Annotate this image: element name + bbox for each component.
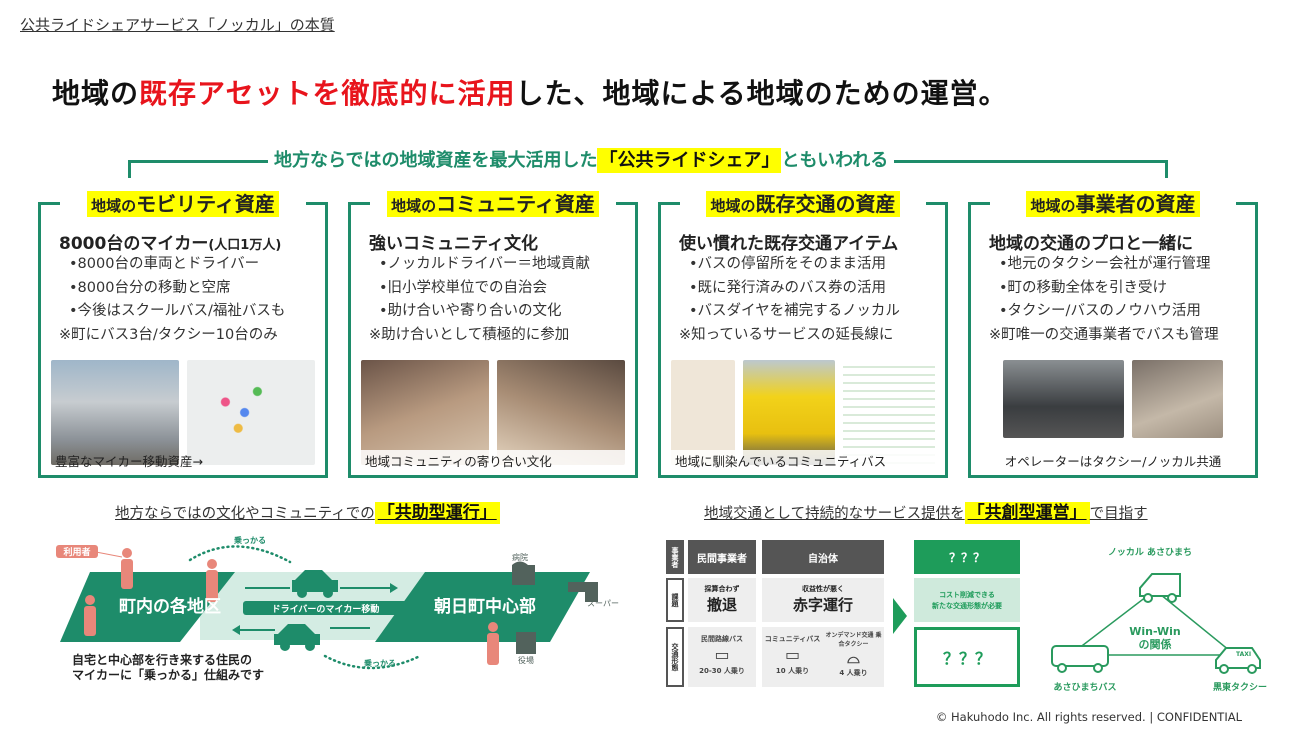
card-note: ※町唯一の交通事業者でバスも管理: [989, 327, 1219, 343]
map-image: [187, 360, 315, 465]
car-icon: [292, 570, 338, 598]
card-bullets: •8000台の車両とドライバー•8000台分の移動と空席•今後はスクールバス/福…: [69, 256, 286, 319]
person-icon: [121, 548, 133, 589]
row-label: 課題: [666, 578, 684, 622]
card-note: ※助け合いとして積極的に参加: [369, 327, 570, 343]
card-lead: 地域の交通のプロと一緒に: [989, 234, 1193, 254]
community-photo: [497, 360, 625, 465]
right-section-title: 地域交通として持続的なサービス提供を「共創型運営」で目指す: [704, 502, 1148, 524]
ride-label: 乗っかる: [234, 536, 266, 545]
card-operator: 地域の事業者の資産 地域の交通のプロと一緒に •地元のタクシー会社が運行管理•町…: [968, 191, 1258, 478]
ride-label: 乗っかる: [364, 659, 396, 668]
car-icon: [1139, 573, 1181, 603]
hospital-icon: [512, 561, 535, 585]
card-caption: 地域コミュニティの寄り合い文化: [361, 450, 625, 471]
copyright: © Hakuhodo Inc. All rights reserved. | C…: [935, 710, 1242, 724]
subtitle: 地方ならではの地域資産を最大活用した「公共ライドシェア」ともいわれる: [268, 146, 895, 173]
taxi-sign: TAXI: [1236, 651, 1252, 658]
bus-icon: [1051, 645, 1109, 673]
car-icon: [274, 624, 320, 651]
minibus-icon: ▭: [784, 645, 801, 664]
card-caption: 地域に馴染んでいるコミュニティバス: [671, 450, 935, 471]
card-community: 地域のコミュニティ資産 強いコミュニティ文化 •ノッカルドライバー＝地域貢献•旧…: [348, 191, 638, 478]
triangle-left-label: あさひまちバス: [1053, 683, 1117, 693]
supermarket-icon: [568, 582, 598, 602]
triangle-right-label: 黒東タクシー: [1212, 683, 1267, 693]
bus-icon: ▭: [714, 645, 730, 664]
card-title: 地域のモビリティ資産: [41, 188, 325, 217]
subtitle-before: 地方ならではの地域資産を最大活用した: [274, 150, 598, 171]
card-title: 地域の事業者の資産: [971, 188, 1255, 217]
card-title: 地域の既存交通の資産: [661, 188, 945, 217]
slide-label: 公共ライドシェアサービス「ノッカル」の本質: [20, 16, 335, 34]
mode-cell: コミュニティバス▭10 人乗り オンデマンド交通 乗合タクシー⌓4 人乗り: [762, 627, 884, 687]
card-transit: 地域の既存交通の資産 使い慣れた既存交通アイテム •バスの停留所をそのまま活用•…: [658, 191, 948, 478]
supermarket-label: スーパー: [587, 599, 619, 608]
mode-cell: ？？？: [914, 627, 1020, 687]
headline-highlight: 既存アセットを徹底的に活用: [139, 77, 516, 110]
person-icon: [487, 622, 499, 665]
community-photo: [361, 360, 489, 465]
card-bullets: •ノッカルドライバー＝地域貢献•旧小学校単位での自治会•助け合いや寄り合いの文化: [379, 256, 590, 319]
card-bullets: •バスの停留所をそのまま活用•既に発行済みのバス券の活用•バスダイヤを補完するノ…: [689, 256, 900, 319]
card-lead: 使い慣れた既存交通アイテム: [679, 234, 899, 254]
operator-photo: [1132, 360, 1223, 438]
diagram-caption: 自宅と中心部を行き来する住民のマイカーに「乗っかる」仕組みです: [72, 653, 265, 682]
user-tag: 利用者: [63, 548, 91, 558]
taxi-icon: [1215, 647, 1261, 674]
row-label: 事業者: [666, 540, 684, 574]
headline-part1: 地域の: [52, 77, 140, 110]
card-lead: 強いコミュニティ文化: [369, 234, 538, 254]
subtitle-bar: 地方ならではの地域資産を最大活用した「公共ライドシェア」ともいわれる: [128, 146, 1168, 180]
area-left-label: 町内の各地区: [119, 597, 221, 617]
mode-cell: 民間路線バス▭20-30 人乗り: [688, 627, 756, 687]
arrow-right-icon: [893, 598, 907, 634]
headline: 地域の既存アセットを徹底的に活用した、地域による地域のための運営。: [52, 72, 1008, 112]
row-label: 交通形態: [666, 627, 684, 687]
left-section-title: 地方ならではの文化やコミュニティでの「共助型運行」: [115, 498, 500, 524]
card-lead: 8000台のマイカー(人口1万人): [59, 234, 282, 254]
bus-ticket-image: [671, 360, 736, 465]
subtitle-highlight: 「公共ライドシェア」: [597, 148, 782, 173]
center-label: ドライバーのマイカー移動: [243, 601, 408, 615]
car-photo: [51, 360, 179, 465]
triangle-top-label: ノッカル あさひまち: [1108, 548, 1192, 558]
card-caption: オペレーターはタクシー/ノッカル共通: [1004, 454, 1222, 469]
area-right-label: 朝日町中心部: [434, 597, 536, 617]
col-header: 自治体: [762, 540, 884, 574]
issue-cell: コスト削減できる新たな交通形態が必要: [914, 578, 1020, 622]
town-hall-label: 役場: [518, 656, 534, 665]
card-mobility: 地域のモビリティ資産 8000台のマイカー(人口1万人) •8000台の車両とド…: [38, 191, 328, 478]
win-win-triangle: [1051, 573, 1261, 674]
hospital-label: 病院: [512, 553, 528, 562]
subtitle-after: ともいわれる: [781, 150, 889, 171]
card-bullets: •地元のタクシー会社が運行管理•町の移動全体を引き受け•タクシー/バスのノウハウ…: [999, 256, 1211, 319]
card-note: ※町にバス3台/タクシー10台のみ: [59, 327, 278, 343]
issue-cell: 収益性が悪く赤字運行: [762, 578, 884, 622]
card-title: 地域のコミュニティ資産: [351, 188, 635, 217]
town-hall-icon: [516, 632, 536, 654]
taxi-photo: [1003, 360, 1125, 438]
person-icon: [206, 559, 218, 602]
col-header: 民間事業者: [688, 540, 756, 574]
headline-part2: した、地域による地域のための運営。: [515, 77, 1008, 110]
col-header: ？？？: [914, 540, 1020, 574]
bus-photo: [743, 360, 836, 465]
person-icon: [84, 595, 96, 636]
issue-cell: 採算合わず撤退: [688, 578, 756, 622]
timetable-image: [843, 360, 936, 465]
taxi-icon: ⌓: [847, 648, 860, 667]
card-note: ※知っているサービスの延長線に: [679, 327, 894, 343]
card-caption: 豊富なマイカー移動資産→: [55, 454, 203, 469]
